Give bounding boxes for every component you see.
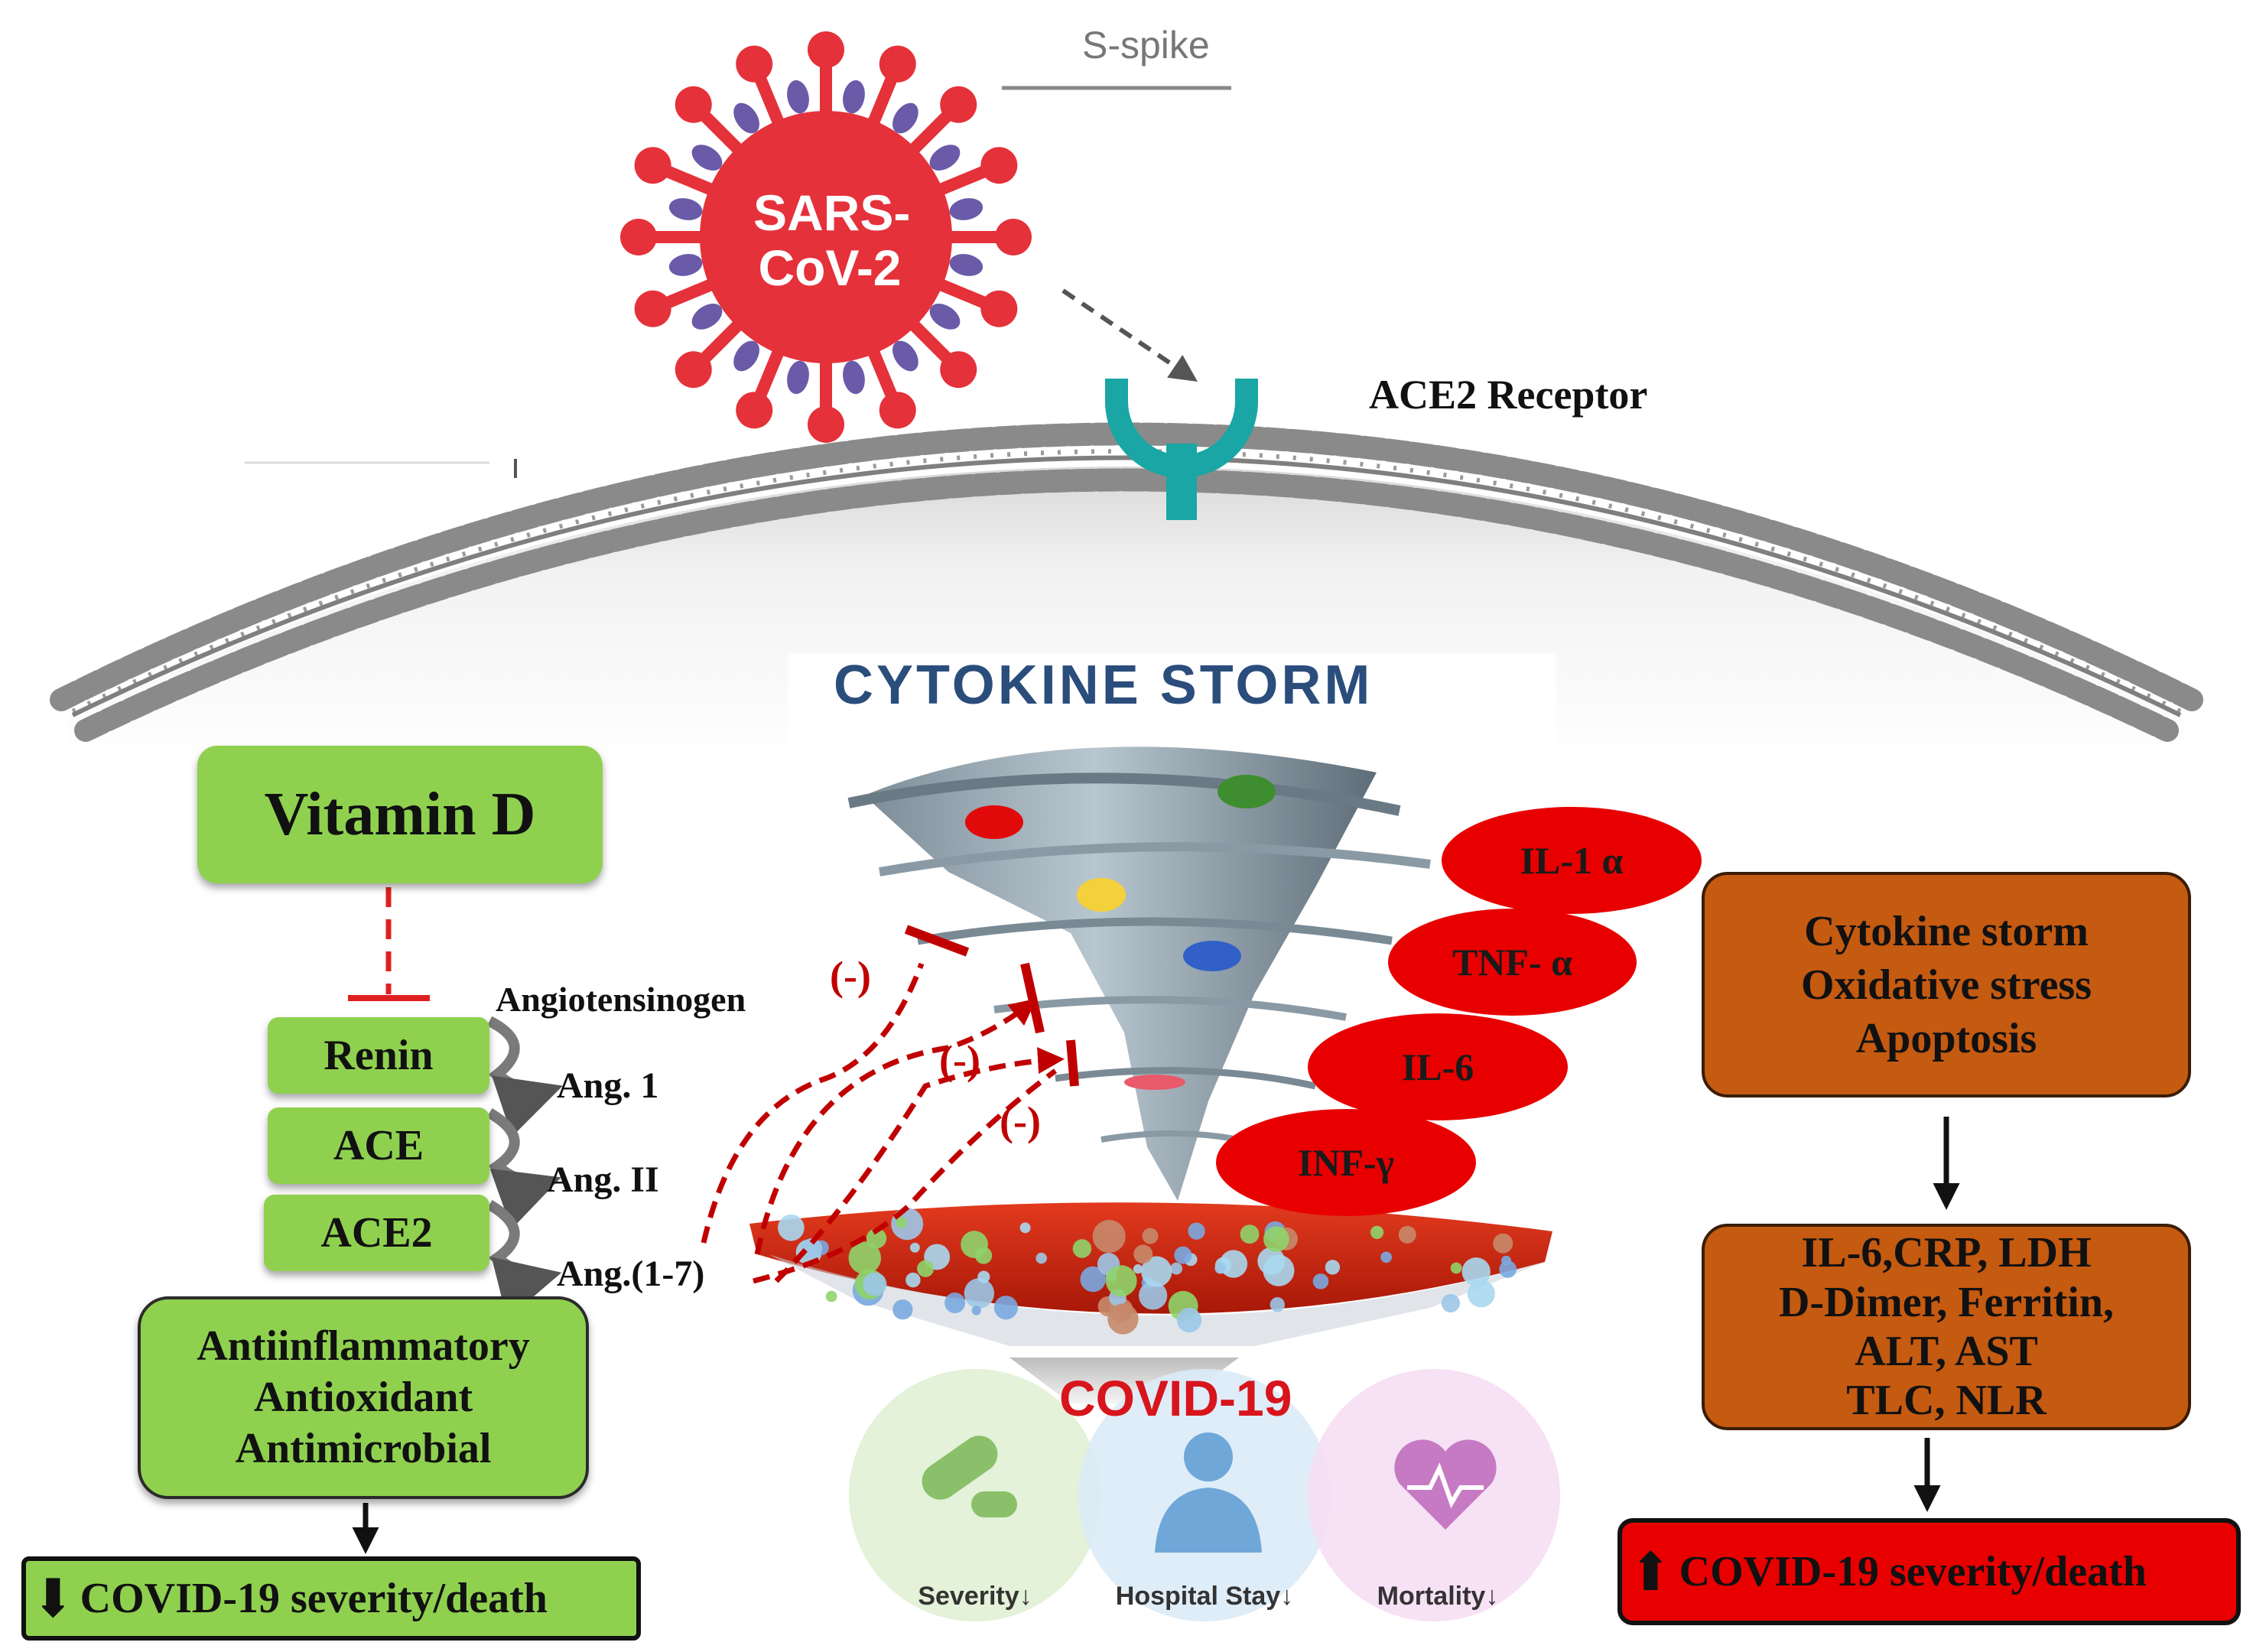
heart-pulse-icon — [1394, 1439, 1497, 1530]
renin-box: Renin — [268, 1017, 489, 1094]
ang-1-7-label: Ang.(1-7) — [557, 1254, 705, 1294]
inhibition-arrows — [701, 962, 1065, 1284]
outcome-low-box: ⬇ COVID-19 severity/death — [21, 1556, 641, 1641]
cytokine-il1a: IL-1 α — [1442, 807, 1702, 914]
effect-antimicrobial: Antimicrobial — [235, 1425, 492, 1473]
bloodstream-funnel-icon — [749, 1202, 1552, 1403]
raas-arrows — [486, 1016, 563, 1320]
angiotensinogen-label: Angiotensinogen — [496, 980, 746, 1019]
s-spike-label: S-spike — [1082, 24, 1210, 67]
consequences-box: Cytokine storm Oxidative stress Apoptosi… — [1702, 872, 2191, 1098]
virus-name-line1: SARS- — [753, 184, 911, 241]
cytokine-infg-label: INF-γ — [1297, 1141, 1395, 1184]
cytokine-il6-label: IL-6 — [1401, 1046, 1474, 1088]
pill-icon — [922, 1436, 1017, 1517]
markers-box: IL-6,CRP, LDH D-Dimer, Ferritin, ALT, AS… — [1702, 1224, 2191, 1430]
cytokine-storm-title: CYTOKINE STORM — [834, 655, 1374, 716]
doctor-icon — [1155, 1432, 1262, 1553]
ace2-receptor-icon — [1105, 379, 1258, 520]
cytokine-tnfa-label: TNF- α — [1452, 941, 1573, 984]
inhibition-label-2: (-) — [939, 1037, 980, 1083]
outcome-circles — [849, 1369, 1560, 1621]
hospital-stay-label: Hospital Stay↓ — [1115, 1582, 1294, 1611]
consequence-oxidative-stress: Oxidative stress — [1800, 961, 2092, 1009]
inhibition-label-1: (-) — [830, 953, 871, 999]
severity-label: Severity↓ — [918, 1582, 1032, 1611]
marker-line-4: TLC, NLR — [1846, 1377, 2047, 1425]
ace-label: ACE — [333, 1122, 424, 1169]
cytokine-il6: IL-6 — [1308, 1013, 1568, 1120]
up-arrow-icon: ⬆ — [1628, 1543, 1673, 1602]
sars-cov-2-virus-icon — [620, 31, 1032, 443]
renin-label: Renin — [323, 1032, 434, 1079]
binding-arrow — [1061, 288, 1198, 382]
outcome-high-box: ⬆ COVID-19 severity/death — [1617, 1518, 2241, 1625]
flow-arrows — [352, 1117, 1960, 1554]
inhibition-label-3: (-) — [1000, 1098, 1041, 1144]
ace2-label: ACE2 — [320, 1209, 433, 1257]
ang-2-label: Ang. II — [547, 1159, 659, 1200]
marker-line-3: ALT, AST — [1855, 1328, 2038, 1375]
ang-1-label: Ang. 1 — [557, 1065, 659, 1106]
cytokine-il1a-label: IL-1 α — [1520, 839, 1624, 882]
down-arrow-icon: ⬇ — [31, 1570, 76, 1629]
ace2-box: ACE2 — [264, 1195, 489, 1271]
cytokine-infg: INF-γ — [1216, 1109, 1476, 1216]
marker-line-1: IL-6,CRP, LDH — [1801, 1229, 2092, 1277]
outcome-low-label: COVID-19 severity/death — [80, 1575, 548, 1622]
effect-antiinflammatory: Antiinflammatory — [197, 1322, 530, 1370]
consequence-apoptosis: Apoptosis — [1855, 1014, 2037, 1062]
vitamin-d-label: Vitamin D — [264, 780, 536, 848]
outcome-high-label: COVID-19 severity/death — [1679, 1548, 2147, 1595]
effect-antioxidant: Antioxidant — [253, 1373, 473, 1421]
cytokine-tnfa: TNF- α — [1388, 909, 1637, 1016]
consequence-cytokine-storm: Cytokine storm — [1804, 907, 2089, 955]
mortality-label: Mortality↓ — [1377, 1582, 1499, 1611]
virus-name-line2: CoV-2 — [758, 239, 902, 296]
marker-line-2: D-Dimer, Ferritin, — [1779, 1278, 2114, 1326]
inhibition-bars — [904, 925, 1079, 1087]
ace-box: ACE — [268, 1107, 489, 1184]
vitamin-d-inhibition — [348, 887, 430, 1001]
vitamin-d-effects-box: Antiinflammatory Antioxidant Antimicrobi… — [138, 1296, 589, 1499]
covid-19-label: COVID-19 — [1059, 1370, 1292, 1426]
vitamin-d-box: Vitamin D — [197, 746, 603, 883]
ace2-receptor-label: ACE2 Receptor — [1369, 372, 1648, 418]
